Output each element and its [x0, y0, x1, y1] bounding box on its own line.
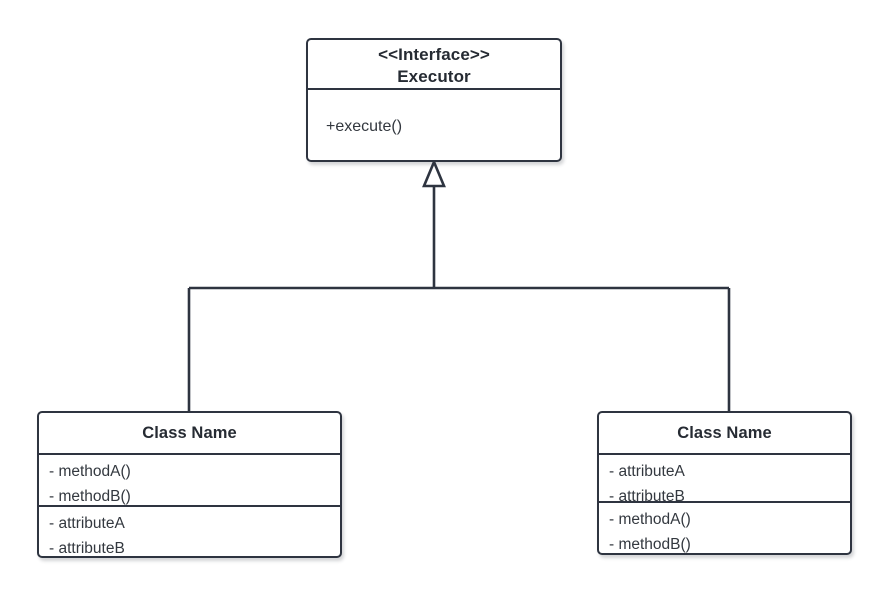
class-box-left-attributes-compartment: - attributeA - attributeB [39, 507, 340, 557]
class-box-right-methods-compartment: - methodA() - methodB() [599, 503, 850, 553]
interface-methods-compartment: +execute() [308, 117, 560, 137]
class-box-right-member-3: - methodA() [609, 511, 691, 528]
class-box-left-member-2: - methodB() [49, 488, 131, 505]
class-box-left-member-3: - attributeA [49, 515, 125, 532]
class-box-right[interactable]: Class Name - attributeA - attributeB - m… [597, 411, 852, 555]
class-box-left-member-1: - methodA() [49, 463, 131, 480]
class-box-right-header: Class Name [599, 413, 850, 455]
class-box-left-name-label: Class Name [142, 424, 237, 442]
class-box-left[interactable]: Class Name - methodA() - methodB() - att… [37, 411, 342, 558]
interface-stereotype-label: <<Interface>> [378, 45, 490, 64]
class-box-left-methods-compartment: - methodA() - methodB() [39, 455, 340, 507]
class-box-right-name-label: Class Name [677, 424, 772, 442]
class-box-left-member-4: - attributeB [49, 540, 125, 557]
interface-name-label: Executor [397, 67, 471, 86]
class-box-right-member-2: - attributeB [609, 488, 685, 505]
class-box-right-member-1: - attributeA [609, 463, 685, 480]
class-box-right-member-4: - methodB() [609, 536, 691, 553]
hollow-triangle-arrowhead-icon [422, 158, 446, 188]
interface-box-header: <<Interface>> Executor [308, 40, 560, 90]
class-box-right-attributes-compartment: - attributeA - attributeB [599, 455, 850, 505]
class-box-left-header: Class Name [39, 413, 340, 455]
interface-box-executor[interactable]: <<Interface>> Executor +execute() [306, 38, 562, 162]
interface-method-execute: +execute() [326, 118, 403, 135]
